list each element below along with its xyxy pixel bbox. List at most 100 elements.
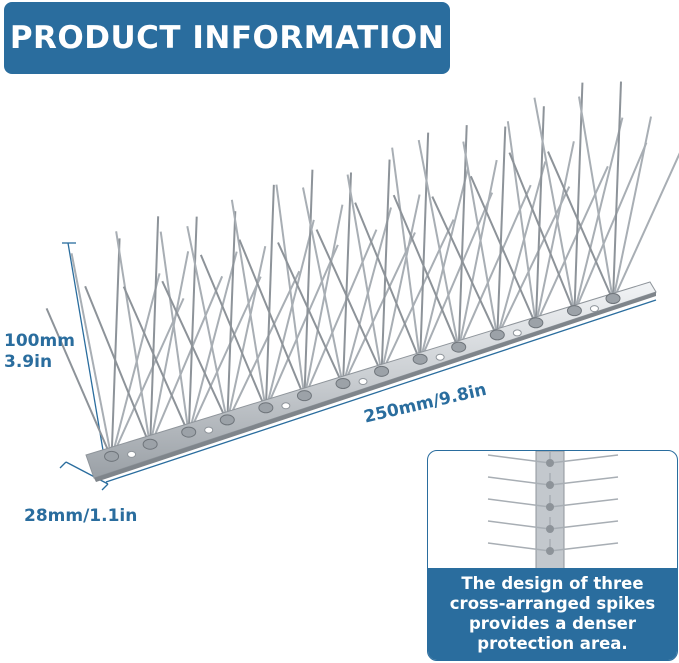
spike-wire (380, 194, 421, 374)
inset-spike-wire (487, 520, 551, 530)
spike-wire (277, 242, 344, 386)
inset-spike-mount (546, 525, 554, 533)
spike-wire (354, 202, 422, 362)
spike-mount (605, 293, 621, 304)
spike-wire (110, 297, 185, 459)
height-metric: 100mm (4, 331, 75, 351)
spike-wire (230, 199, 267, 410)
spike-wire (342, 232, 416, 386)
spike-wire (573, 82, 584, 313)
spike-wire (110, 273, 161, 459)
inset-spike-mount (546, 481, 554, 489)
spike-wire (149, 216, 160, 447)
spike-wire (419, 132, 430, 362)
spike-wire (612, 152, 679, 301)
spike-wire (70, 253, 113, 459)
inset-spike-wire (487, 498, 551, 508)
spike-wire (315, 229, 383, 374)
spike-wire (186, 225, 229, 423)
spike-wire (187, 251, 238, 435)
strip-hole (512, 329, 522, 337)
spike-mount (412, 353, 428, 365)
spike-mount (181, 426, 197, 438)
caption-line-2: cross-arranged spikes (449, 594, 656, 613)
caption-line-4: protection area. (477, 634, 628, 653)
spike-wire (457, 125, 468, 350)
spike-mount (489, 329, 505, 341)
spike-wire (380, 219, 455, 374)
spike-wire (84, 285, 152, 447)
inset-spike-wire (549, 520, 619, 530)
height-dimension-label: 100mm 3.9in (4, 331, 75, 374)
spike-wire (462, 141, 499, 338)
spike-wire (547, 151, 614, 301)
spike-wire (187, 216, 198, 435)
spike-wire (496, 126, 507, 337)
caption-line-1: The design of three (461, 574, 644, 593)
spike-wire (612, 116, 652, 301)
spike-mount (219, 414, 235, 426)
spike-wire (303, 169, 314, 398)
spike-wire (496, 161, 547, 338)
inset-spike-wire (487, 542, 551, 552)
inset-caption: The design of three cross-arranged spike… (428, 568, 677, 660)
spike-wire (419, 167, 470, 362)
inset-spike-wire (487, 454, 551, 464)
strip-hole (281, 402, 291, 410)
spike-wire (391, 147, 422, 362)
spike-mount (104, 450, 120, 462)
spike-wire (264, 244, 339, 411)
spike-wire (417, 139, 460, 350)
spike-wire (238, 239, 306, 399)
spike-wire (612, 81, 622, 301)
spike-wire (199, 254, 267, 411)
inset-spike-wire (549, 542, 619, 552)
strip-hole (435, 353, 445, 361)
spike-wire (508, 152, 576, 314)
spike-wire (264, 219, 315, 411)
spike-wire (342, 172, 352, 386)
spike-wire (342, 207, 392, 386)
inset-spike-wire (549, 454, 619, 464)
strip-hole (204, 426, 214, 434)
strip-hole (127, 450, 137, 458)
spike-wire (303, 229, 378, 399)
stainless-steel-spikes (45, 81, 679, 459)
spike-wire (115, 231, 152, 447)
strip-hole (358, 378, 368, 385)
spike-wire (496, 186, 571, 338)
spike-mount (451, 341, 467, 353)
spike-wire (573, 142, 648, 314)
spike-mount (335, 378, 351, 389)
spike-wire (159, 231, 190, 435)
top-view-detail-illustration (487, 451, 619, 571)
spike-wire (534, 141, 575, 325)
spike-wire (161, 280, 229, 423)
height-imperial: 3.9in (4, 352, 53, 373)
spike-wire (457, 159, 498, 350)
spike-wire (533, 97, 576, 313)
spike-wire (275, 184, 306, 398)
spike-wire (431, 196, 499, 338)
spike-wire (149, 251, 190, 447)
spike-wire (110, 238, 121, 459)
spike-wire (346, 174, 383, 374)
inset-spike-wire (549, 476, 619, 486)
spike-wire (392, 194, 460, 350)
detail-inset-card: The design of three cross-arranged spike… (427, 450, 678, 661)
spike-mounting-points (104, 293, 621, 462)
spike-wire (122, 286, 190, 435)
inset-spike-mount (546, 459, 554, 467)
spike-mount (566, 305, 582, 317)
width-dimension-label: 28mm/1.1in (24, 506, 138, 526)
banner-title: PRODUCT INFORMATION (9, 20, 445, 56)
spike-wire (302, 187, 344, 386)
inset-spike-mount (546, 547, 554, 555)
spike-wire (226, 211, 237, 422)
spike-wire (506, 121, 537, 325)
spike-wire (226, 270, 301, 423)
spike-mount (258, 402, 274, 414)
spike-wire (578, 96, 614, 301)
spike-mount (528, 317, 544, 329)
